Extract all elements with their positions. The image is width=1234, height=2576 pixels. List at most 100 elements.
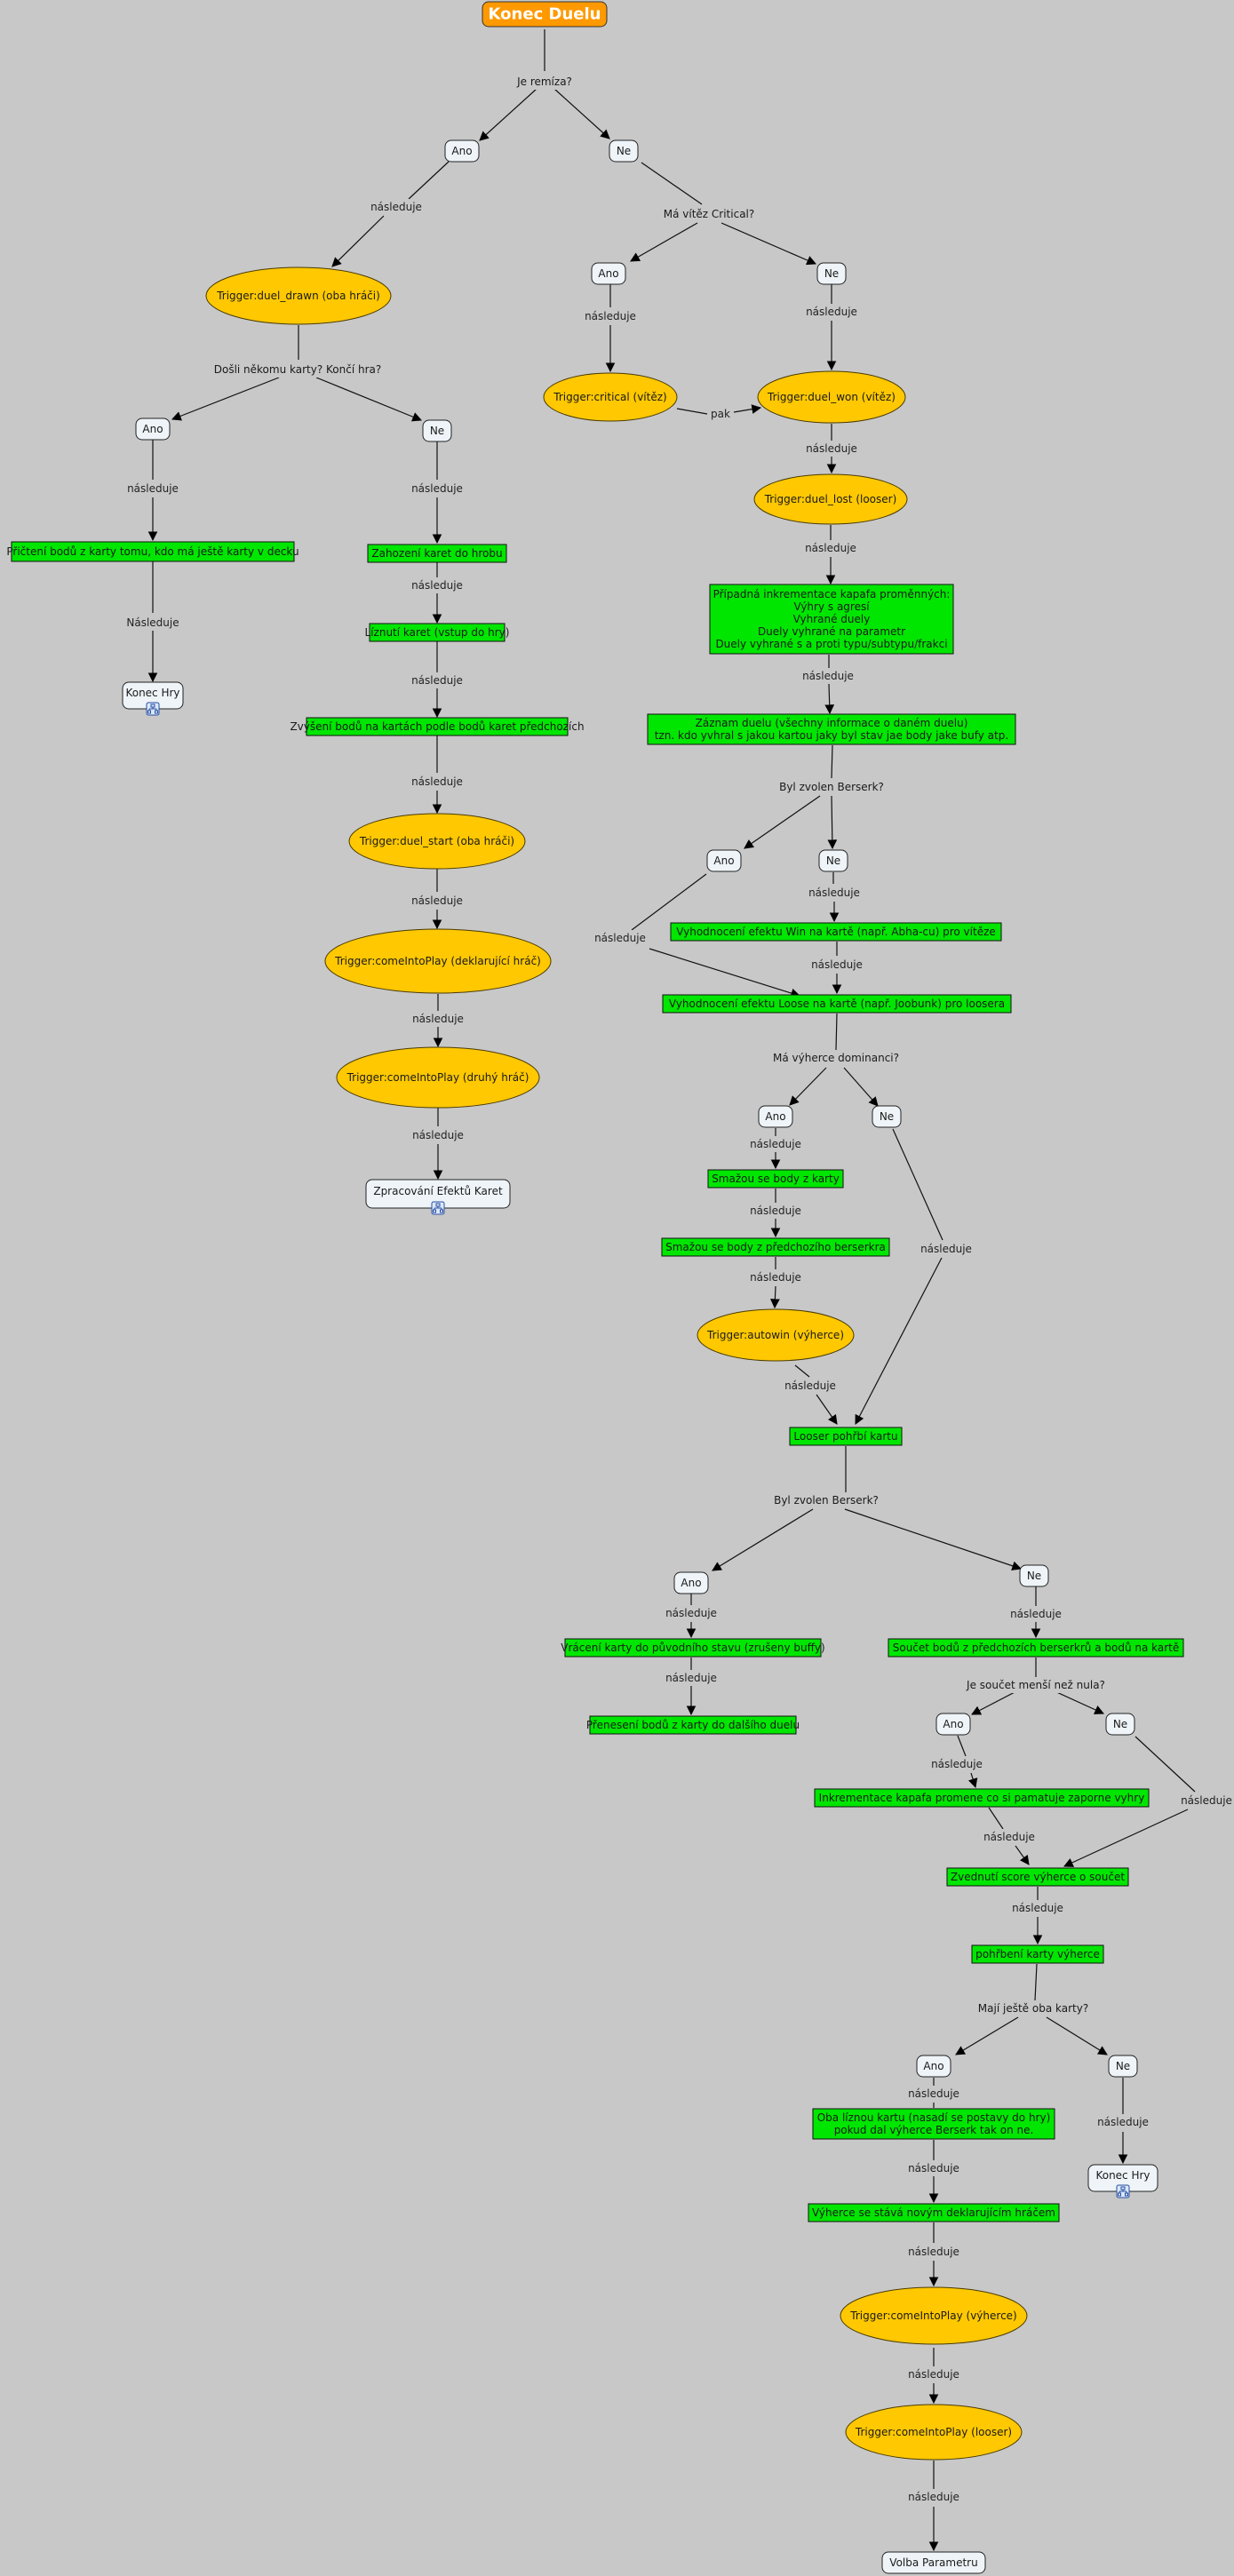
label-text: následuje <box>665 1672 717 1684</box>
label-background <box>1007 1606 1065 1622</box>
action-node-a-preneseni[interactable]: Přenesení bodů z karty do dalšího duelu <box>586 1715 800 1735</box>
action-node-a-zvyseni[interactable]: Zvýšení bodů na kartách podle bodů karet… <box>290 717 585 736</box>
action-node-a-looser-pohrbi[interactable]: Looser pohřbí kartu <box>789 1427 903 1446</box>
trigger-node-t-start[interactable]: Trigger:duel_start (oba hráči) <box>348 813 526 870</box>
choice-node-ne2[interactable]: Ne <box>422 419 452 442</box>
trigger-node-t-won[interactable]: Trigger:duel_won (vítěz) <box>757 370 906 424</box>
choice-node-ne4[interactable]: Ne <box>818 849 848 872</box>
label-text: následuje <box>806 442 857 455</box>
trigger-node-t-cip-druhy[interactable]: Trigger:comeIntoPlay (druhý hráč) <box>336 1046 540 1109</box>
choice-node-ano4[interactable]: Ano <box>706 849 742 872</box>
action-text: Zvýšení bodů na kartách podle bodů karet… <box>290 720 584 733</box>
arrow-connector <box>967 1772 978 1789</box>
action-node-a-zvednuti[interactable]: Zvednutí score výherce o součet <box>946 1867 1129 1887</box>
choice-node-ano6[interactable]: Ano <box>673 1571 709 1594</box>
arrow-connector <box>331 215 385 267</box>
label-background <box>968 2000 1098 2016</box>
action-node-a-smazou1[interactable]: Smažou se body z karty <box>707 1169 844 1189</box>
label-text: následuje <box>750 1205 801 1217</box>
label-node-lbl-z1: následuje <box>408 577 466 593</box>
trigger-text: Trigger:critical (vítěz) <box>553 391 666 403</box>
question-node-q-dosli: Došli někomu karty? Končí hra? <box>207 362 388 378</box>
connector-line <box>676 408 708 415</box>
label-background <box>917 1241 975 1257</box>
trigger-text: Trigger:comeIntoPlay (výherce) <box>849 2310 1016 2322</box>
label-background <box>805 885 864 901</box>
connector-line <box>988 1807 1004 1830</box>
label-background <box>959 1677 1112 1693</box>
title-node-title[interactable]: Konec Duelu <box>482 1 608 28</box>
choice-node-ano2[interactable]: Ano <box>135 417 171 441</box>
trigger-node-t-autowin[interactable]: Trigger:autowin (výherce) <box>697 1308 855 1362</box>
question-node-q-soucet: Je součet menší než nula? <box>959 1677 1112 1693</box>
action-node-a-win[interactable]: Vyhodnocení efektu Win na kartě (např. A… <box>670 922 1002 942</box>
action-node-a-loose[interactable]: Vyhodnocení efektu Loose na kartě (např.… <box>662 994 1012 1014</box>
action-node-a-inkrement2[interactable]: Inkrementace kapafa promene co si pamatu… <box>814 1788 1150 1808</box>
trigger-node-t-cip-looser[interactable]: Trigger:comeIntoPlay (looser) <box>845 2404 1023 2461</box>
label-node-lbl-a2: následuje <box>123 481 182 497</box>
action-text: Záznam duelu (všechny informace o daném … <box>696 717 968 729</box>
link-node-konec1[interactable]: Konec Hry <box>122 681 184 716</box>
choice-node-ne1[interactable]: Ne <box>609 139 639 163</box>
choice-node-volba[interactable]: Volba Parametru <box>881 2551 986 2574</box>
choice-text: Ne <box>1113 1718 1127 1730</box>
label-text: následuje <box>983 1831 1035 1843</box>
action-text: Vyhodnocení efektu Win na kartě (např. A… <box>676 926 996 938</box>
submap-link-icon[interactable] <box>431 1201 445 1215</box>
trigger-node-t-cip-vyherce[interactable]: Trigger:comeIntoPlay (výherce) <box>840 2286 1028 2345</box>
label-background <box>1008 1900 1067 1916</box>
label-background <box>808 957 866 973</box>
action-node-a-zahozeni[interactable]: Zahození karet do hrobu <box>367 544 507 563</box>
choice-node-ne5[interactable]: Ne <box>872 1105 902 1128</box>
choice-shape <box>1019 1564 1049 1587</box>
arrow-connector <box>1015 1845 1030 1865</box>
trigger-node-t-critical[interactable]: Trigger:critical (vítěz) <box>543 372 678 422</box>
label-node-lbl-f3: následuje <box>980 1829 1039 1845</box>
choice-node-ne3[interactable]: Ne <box>816 262 847 285</box>
choice-node-ano5[interactable]: Ano <box>758 1105 793 1128</box>
choice-node-ano7[interactable]: Ano <box>935 1713 971 1736</box>
choice-node-ne6[interactable]: Ne <box>1019 1564 1049 1587</box>
edges <box>147 29 1196 2552</box>
trigger-node-t-cip-dekl[interactable]: Trigger:comeIntoPlay (deklarující hráč) <box>324 928 552 994</box>
trigger-node-t-drawn[interactable]: Trigger:duel_drawn (oba hráči) <box>205 266 392 325</box>
trigger-shape <box>697 1308 855 1362</box>
choice-shape <box>872 1105 902 1128</box>
link-node-zpracovani[interactable]: Zpracování Efektů Karet <box>365 1179 511 1215</box>
action-node-a-soucet[interactable]: Součet bodů z předchozích berserkrů a bo… <box>888 1638 1184 1658</box>
trigger-shape <box>753 473 908 525</box>
submap-link-icon[interactable] <box>146 702 160 716</box>
action-node-a-vraceni[interactable]: Vrácení karty do původního stavu (zrušen… <box>561 1638 825 1658</box>
label-background <box>771 1050 901 1066</box>
arrow-connector <box>553 88 610 139</box>
choice-shape <box>935 1713 971 1736</box>
action-node-a-liznuti[interactable]: Líznutí karet (vstup do hry) <box>365 623 510 642</box>
submap-link-icon[interactable] <box>1116 2184 1130 2198</box>
choice-node-ano3[interactable]: Ano <box>591 262 626 285</box>
action-node-a-inkrement[interactable]: Případná inkrementace kapafa proměnných:… <box>709 584 954 655</box>
action-node-a-oba[interactable]: Oba líznou kartu (nasadí se postavy do h… <box>812 2108 1055 2140</box>
choice-node-ne7[interactable]: Ne <box>1105 1713 1135 1736</box>
action-node-a-vyherce-dekl[interactable]: Výherce se stává novým deklarujícím hráč… <box>808 2203 1060 2222</box>
action-shape <box>814 1788 1150 1808</box>
trigger-shape <box>324 928 552 994</box>
label-text: následuje <box>585 310 636 322</box>
question-node-q-berserk2: Byl zvolen Berserk? <box>768 1492 885 1508</box>
trigger-node-t-lost[interactable]: Trigger:duel_lost (looser) <box>753 473 908 525</box>
link-node-konec2[interactable]: Konec Hry <box>1087 2164 1158 2198</box>
arrow-connector <box>649 948 801 998</box>
label-node-lbl-d2: následuje <box>746 1203 805 1219</box>
choice-node-ano1[interactable]: Ano <box>444 139 480 163</box>
choice-node-ano8[interactable]: Ano <box>916 2055 951 2078</box>
action-node-a-pohrbeni[interactable]: pohřbení karty výherce <box>971 1944 1104 1964</box>
question-node-q-critical: Má vítěz Critical? <box>653 206 765 222</box>
choice-node-ne8[interactable]: Ne <box>1108 2055 1138 2078</box>
label-node-lbl-c1: následuje <box>581 308 640 324</box>
choice-text: Ne <box>617 145 631 157</box>
action-node-a-zaznam[interactable]: Záznam duelu (všechny informace o daném … <box>647 713 1016 745</box>
action-node-a-smazou2[interactable]: Smažou se body z předchozího berserkra <box>661 1237 890 1257</box>
action-node-a-pricteni[interactable]: Přičtení bodů z karty tomu, kdo má ještě… <box>6 541 299 562</box>
label-background <box>408 774 466 790</box>
choice-text: Ne <box>824 267 839 280</box>
question-text: Došli někomu karty? Končí hra? <box>214 363 382 376</box>
